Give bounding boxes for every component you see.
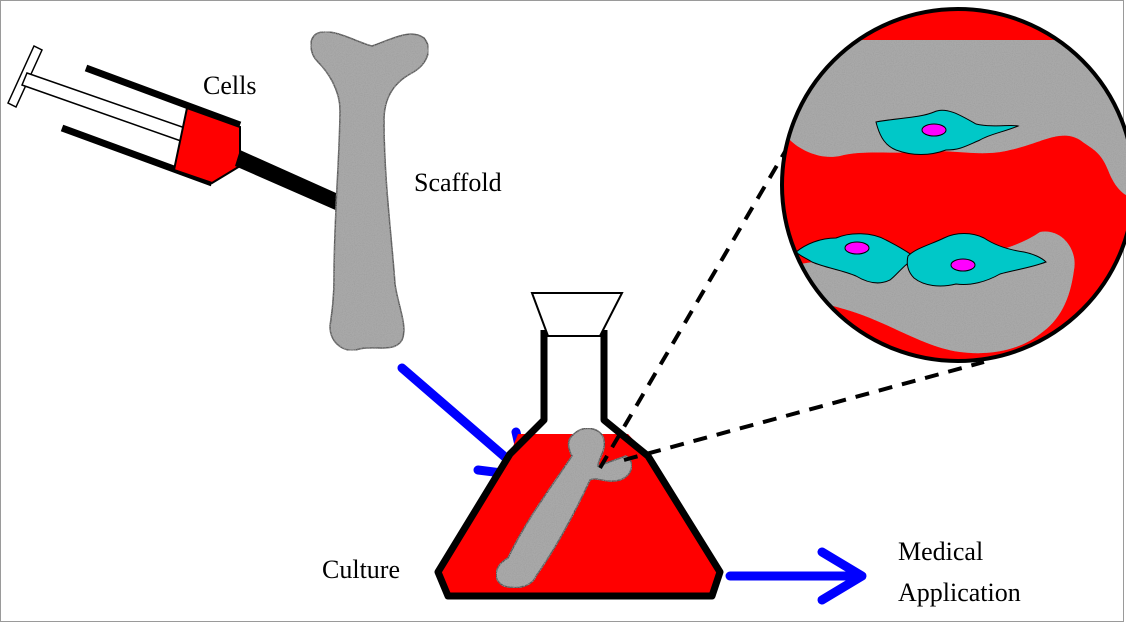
arrow-to-application [730,552,862,600]
syringe [8,46,345,212]
nucleus-top [922,124,946,136]
label-application: Application [898,578,1021,608]
syringe-needle [235,150,345,212]
magnified-view [780,9,1126,361]
nucleus-left [845,242,869,254]
label-medical: Medical [898,537,983,567]
nucleus-right [951,259,975,271]
label-cells: Cells [203,71,256,101]
syringe-plunger-rod [22,73,185,141]
label-scaffold: Scaffold [414,168,502,198]
flask-stopper [532,293,622,336]
label-culture: Culture [322,555,400,585]
